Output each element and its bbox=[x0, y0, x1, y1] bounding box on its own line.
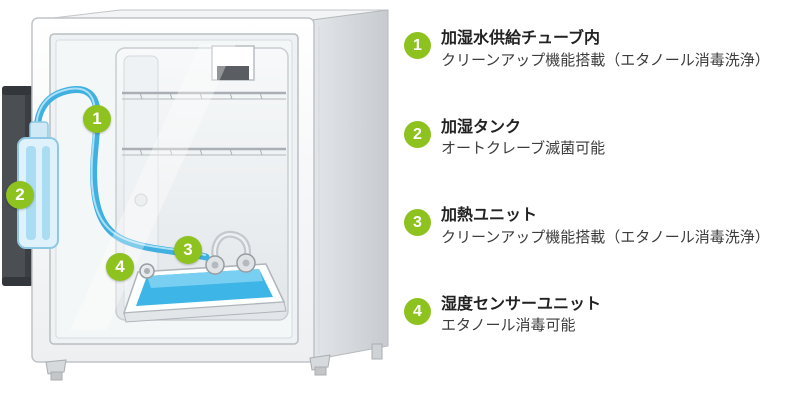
leveling-feet bbox=[45, 343, 383, 381]
heating-unit bbox=[205, 230, 256, 275]
legend: 1 加湿水供給チューブ内 クリーンアップ機能搭載（エタノール消毒洗浄） 2 加湿… bbox=[404, 28, 802, 382]
legend-title-2: 加湿タンク bbox=[441, 118, 522, 136]
cabinet-side bbox=[311, 9, 389, 361]
legend-desc-3: クリーンアップ機能搭載（エタノール消毒洗浄） bbox=[441, 228, 770, 246]
legend-number-2: 2 bbox=[404, 120, 431, 148]
legend-title-1: 加湿水供給チューブ内 bbox=[441, 30, 601, 47]
legend-desc-1: クリーンアップ機能搭載（エタノール消毒洗浄） bbox=[441, 51, 770, 69]
legend-item-1: 1 加湿水供給チューブ内 クリーンアップ機能搭載（エタノール消毒洗浄） bbox=[404, 28, 802, 71]
water-tray bbox=[122, 263, 287, 323]
legend-title-4: 湿度センサーユニット bbox=[441, 295, 602, 313]
diagram-marker-3: 3 bbox=[174, 236, 202, 264]
shelf-upper bbox=[122, 91, 286, 100]
top-duct bbox=[211, 45, 255, 81]
legend-number-1: 1 bbox=[404, 32, 431, 59]
diagram-marker-1: 1 bbox=[83, 105, 111, 133]
legend-desc-2: オートクレーブ滅菌可能 bbox=[441, 140, 606, 158]
legend-item-3: 3 加熱ユニット クリーンアップ機能搭載（エタノール消毒洗浄） bbox=[404, 205, 802, 248]
shelf-lower bbox=[122, 147, 286, 156]
legend-desc-4: エタノール消毒可能 bbox=[441, 317, 576, 335]
supply-tube bbox=[33, 86, 210, 261]
legend-item-4: 4 湿度センサーユニット エタノール消毒可能 bbox=[404, 294, 802, 337]
diagram-marker-2: 2 bbox=[6, 181, 34, 209]
legend-number-3: 3 bbox=[404, 209, 431, 237]
legend-number-4: 4 bbox=[404, 297, 431, 325]
legend-title-3: 加熱ユニット bbox=[441, 207, 538, 225]
incubator-diagram: 1 2 3 4 bbox=[0, 0, 400, 400]
legend-item-2: 2 加湿タンク オートクレーブ滅菌可能 bbox=[404, 117, 802, 160]
humidity-sensor bbox=[139, 263, 155, 279]
incubator-illustration bbox=[2, 9, 389, 381]
diagram-marker-4: 4 bbox=[106, 253, 134, 281]
